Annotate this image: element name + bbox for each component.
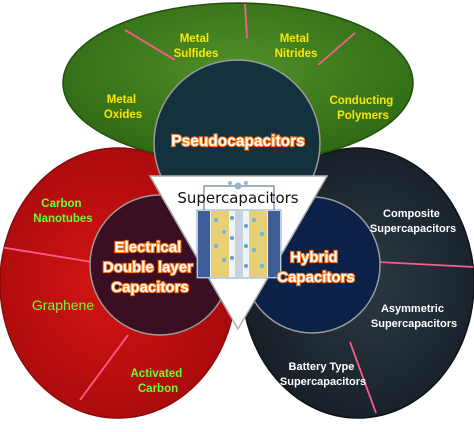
hybrid-item-battery-type: Battery Type Supercapacitors (280, 361, 366, 388)
supercapacitor-cell-illustration (196, 181, 282, 279)
edlc-title: Electrical Double layer Capacitors (103, 239, 197, 296)
edlc-item-graphene: Graphene (32, 297, 94, 313)
pseudo-item-metal-sulfides: Metal Sulfides (174, 33, 219, 60)
center-title: Supercapacitors (177, 189, 298, 207)
edlc-item-activated-carbon: Activated Carbon (131, 368, 186, 395)
hybrid-dividers (349, 261, 474, 414)
pseudo-item-metal-nitrides: Metal Nitrides (275, 33, 318, 60)
hybrid-item-asymmetric: Asymmetric Supercapacitors (371, 303, 457, 330)
pseudo-item-metal-oxides: Metal Oxides (104, 94, 142, 121)
pseudo-dividers (124, 3, 356, 66)
hybrid-title: Hybrid Capacitors (277, 249, 355, 286)
pseudo-item-conducting-polymers: Conducting Polymers (329, 95, 396, 122)
hybrid-item-composite: Composite Supercapacitors (370, 208, 456, 235)
edlc-item-carbon-nanotubes: Carbon Nanotubes (33, 198, 92, 225)
edlc-dividers (0, 246, 129, 401)
pseudo-title: Pseudocapacitors (171, 133, 305, 150)
